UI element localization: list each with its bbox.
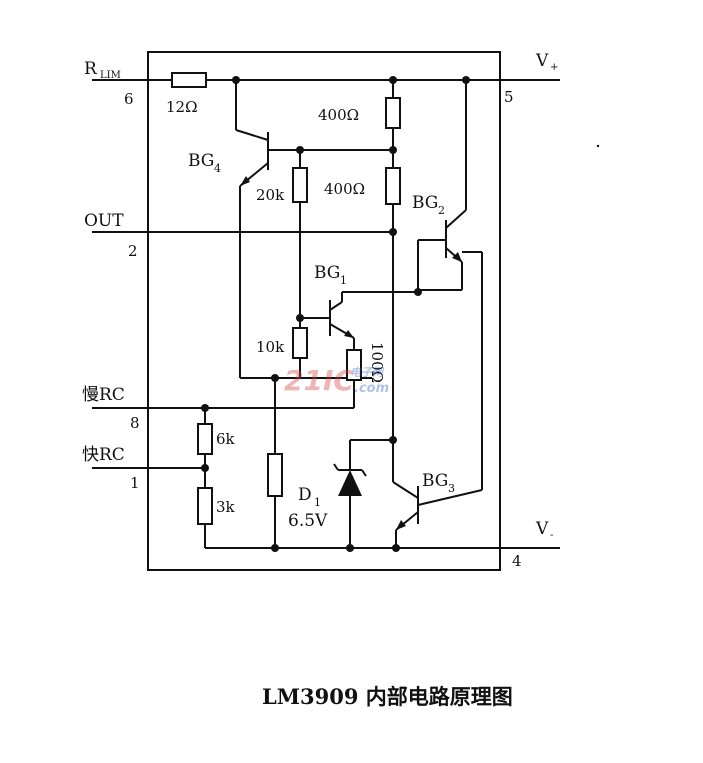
bg4-collector [235,129,269,141]
pin-label-vminus: V [535,519,549,539]
watermark-domain: .com [354,381,389,396]
ic-package-outline [147,51,501,571]
label-bg3: BG [422,471,448,491]
watermark-brand: 21IC [284,364,354,397]
label-bg4-sub: 4 [214,162,221,175]
label-bg3-sub: 3 [448,482,455,495]
label-bg2: BG [412,193,438,213]
resistor-20k [292,167,308,203]
pin-number-5: 5 [504,88,514,106]
resistor-10k [292,327,308,359]
bg2-emitter-arrow [452,252,462,262]
label-r-6k: 6k [216,430,236,448]
label-r-3k: 3k [216,498,236,516]
label-d1-sub: 1 [314,496,321,509]
pin-number-8: 8 [130,414,140,432]
label-d1: D [298,485,312,505]
junction-dot [201,464,209,472]
junction-dot [271,544,279,552]
bg4-emitter-arrow [240,176,250,186]
resistor-6k [197,423,213,455]
scan-speck [596,144,600,148]
bg2-collector [445,209,467,229]
label-r-12: 12Ω [166,98,198,116]
label-bg2-sub: 2 [438,204,445,217]
pin-number-2: 2 [128,242,138,260]
label-r-20k: 20k [256,186,285,204]
bg1-emitter-arrow [344,330,354,338]
bg3-collector [392,481,419,499]
pin-number-4: 4 [512,552,522,570]
pin-label-rlim: R [84,59,98,79]
resistor-400-top [385,97,401,129]
resistor-12ohm [171,72,207,88]
zener-bar-tick [361,469,367,477]
label-r-400-mid: 400Ω [324,180,365,198]
label-r-10k: 10k [256,338,285,356]
label-bg1: BG [314,263,340,283]
zener-d1-triangle [338,470,362,496]
pin-label-vplus-sub: + [550,62,558,73]
pin-label-vplus: V [535,51,549,71]
label-r-100: 100Ω [368,342,386,383]
pin-label-fast-rc: 快RC [82,445,125,465]
watermark-suffix: 电子网 [350,366,385,379]
label-bg1-sub: 1 [340,274,347,287]
label-bg4: BG [188,151,214,171]
diagram-caption: LM3909 内部电路原理图 [262,684,513,709]
label-r-400-top: 400Ω [318,106,359,124]
label-d1-value: 6.5V [288,511,328,531]
resistor-400-mid [385,167,401,205]
pin-label-rlim-sub: LIM [100,70,121,81]
pin-label-slow-rc: 慢RC [82,384,125,405]
zener-bar-tick [333,463,339,471]
pin-number-6: 6 [124,90,134,108]
pin-label-vminus-sub: - [550,530,553,541]
pin-number-1: 1 [130,474,140,492]
pin-label-out: OUT [84,211,124,231]
bg3-emitter-arrow [396,520,406,530]
bg1-collector [329,301,343,311]
resistor-3k [197,487,213,525]
watermark-21ic: 21IC 电子网 .com [284,364,389,397]
resistor-unlabeled [267,453,283,497]
wire-bg3-base [417,489,483,506]
junction-dot [346,544,354,552]
junction-dot [392,544,400,552]
